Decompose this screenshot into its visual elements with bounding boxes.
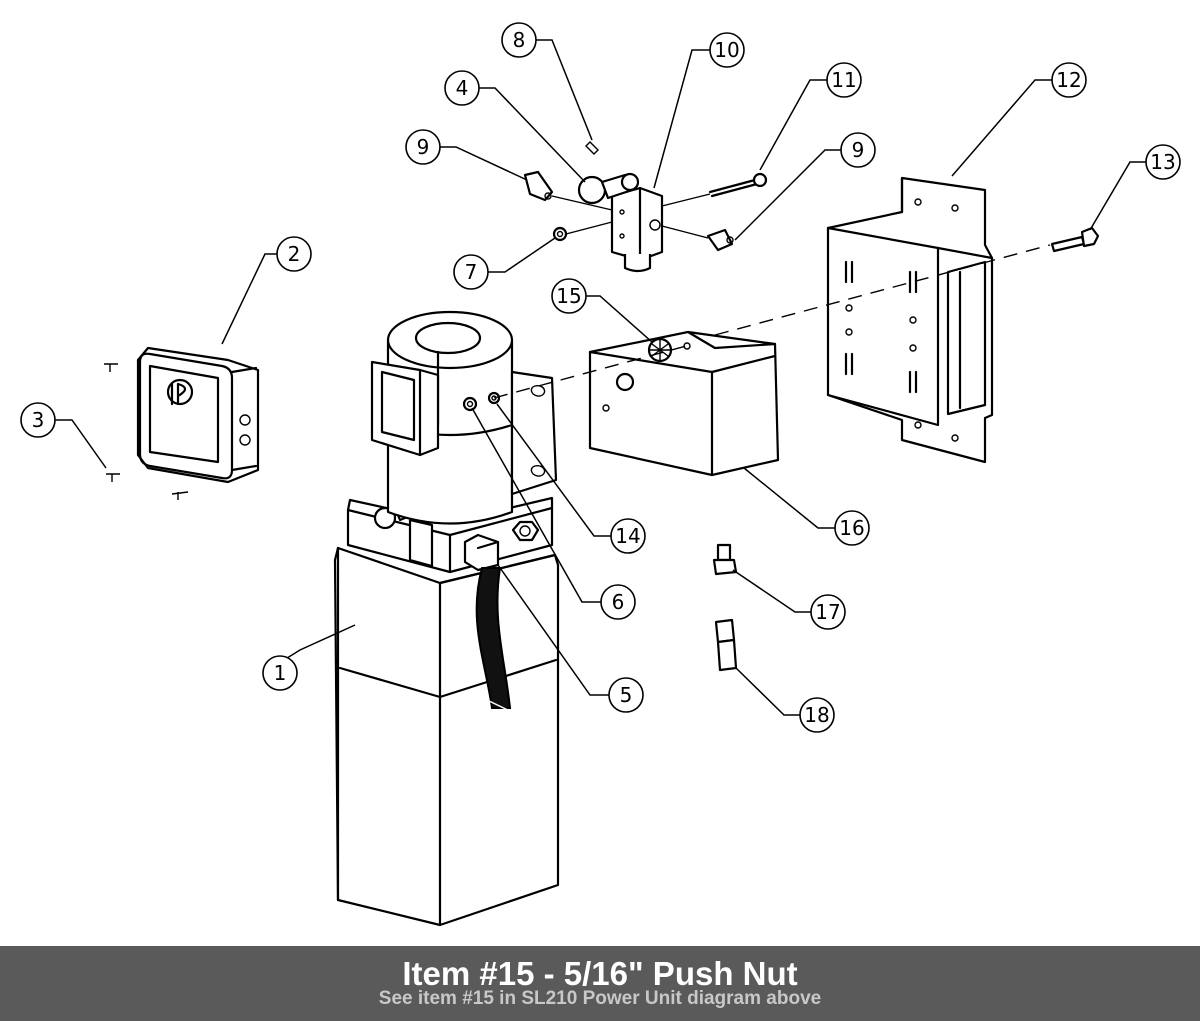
- callout-3-label: 3: [32, 408, 45, 432]
- part-motor: [370, 310, 558, 525]
- callout-14-label: 14: [615, 524, 640, 548]
- part-push-nut: [647, 337, 673, 363]
- callout-18-label: 18: [804, 703, 829, 727]
- part-fitting-17: [712, 543, 738, 576]
- callout-16-label: 16: [839, 516, 864, 540]
- callout-16: 16: [834, 510, 870, 546]
- callout-1: 1: [262, 655, 298, 691]
- callout-9a: 9: [405, 129, 441, 165]
- part-mounting-bracket: [826, 176, 994, 464]
- alignment-lines: [493, 244, 1051, 399]
- callout-10-label: 10: [714, 38, 739, 62]
- callout-13-label: 13: [1150, 150, 1175, 174]
- caption-title: Item #15 - 5/16" Push Nut: [402, 955, 798, 992]
- leader-lines: [55, 39, 1146, 716]
- part-fitting-18: [714, 618, 738, 672]
- part-reservoir-tank: [333, 546, 560, 927]
- callout-4: 4: [444, 70, 480, 106]
- part-switch-box: [104, 346, 260, 500]
- callout-11: 11: [826, 62, 862, 98]
- callout-15-label: 15: [556, 284, 581, 308]
- callout-12: 12: [1051, 62, 1087, 98]
- callout-1-label: 1: [274, 661, 287, 685]
- callout-14: 14: [610, 518, 646, 554]
- part-bracket-tray: [588, 330, 780, 477]
- callout-7: 7: [453, 254, 489, 290]
- callout-12-label: 12: [1056, 68, 1081, 92]
- callout-7-label: 7: [465, 260, 478, 284]
- callout-9b: 9: [840, 132, 876, 168]
- callout-17: 17: [810, 594, 846, 630]
- callout-8-label: 8: [513, 28, 526, 52]
- caption-subtitle: See item #15 in SL210 Power Unit diagram…: [378, 988, 822, 1009]
- callout-18: 18: [799, 697, 835, 733]
- part-bolt: [1050, 226, 1100, 253]
- callout-6-label: 6: [612, 590, 625, 614]
- callout-3: 3: [20, 402, 56, 438]
- callout-6: 6: [600, 584, 636, 620]
- callout-5: 5: [608, 677, 644, 713]
- callout-9a-label: 9: [417, 135, 430, 159]
- callout-10: 10: [709, 32, 745, 68]
- exploded-parts-diagram: 1 2 3 4 5 6 7 8 9 9 10 11 12 13 14 15 16…: [20, 22, 1181, 927]
- callout-5-label: 5: [620, 683, 633, 707]
- callout-13: 13: [1145, 144, 1181, 180]
- callout-2-label: 2: [288, 242, 301, 266]
- callout-15: 15: [551, 278, 587, 314]
- part-hose: [475, 567, 513, 713]
- part-valve-assembly: [523, 141, 768, 273]
- callout-8: 8: [501, 22, 537, 58]
- callout-11-label: 11: [831, 68, 856, 92]
- caption-bar: Item #15 - 5/16" Push Nut See item #15 i…: [0, 946, 1200, 1021]
- callout-17-label: 17: [815, 600, 840, 624]
- callout-9b-label: 9: [852, 138, 865, 162]
- callout-2: 2: [276, 236, 312, 272]
- callout-4-label: 4: [456, 76, 469, 100]
